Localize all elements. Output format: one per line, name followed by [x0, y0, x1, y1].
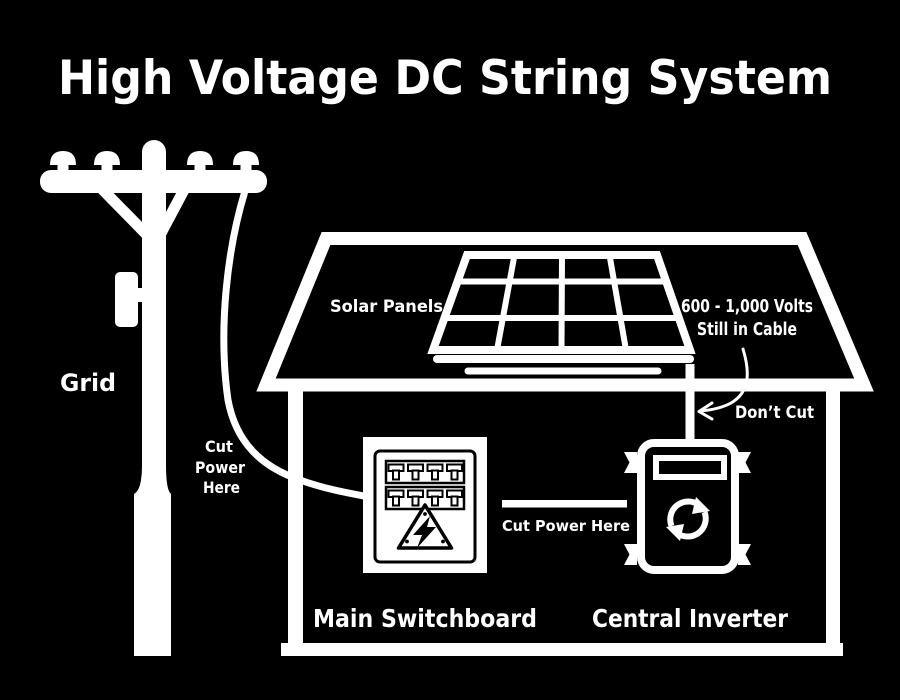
- conversion-arrowhead: [692, 497, 710, 514]
- cut-power-pole-line1: Cut: [205, 437, 233, 456]
- page-title: High Voltage DC String System: [58, 51, 832, 106]
- pole-base: [134, 440, 171, 656]
- panel-grid-line: [606, 254, 629, 351]
- panel-grid-line: [558, 254, 565, 351]
- inverter-display: [653, 455, 727, 480]
- arrow-curve: [699, 347, 749, 413]
- house-wall-right: [826, 391, 840, 656]
- triangle-screw: [423, 512, 427, 516]
- electric-hazard-triangle-icon: [396, 503, 454, 550]
- ac-cable-segment: [502, 500, 627, 508]
- curved-arrow-icon: [697, 347, 749, 421]
- transformer-stub: [136, 288, 145, 302]
- triangle-screw: [441, 539, 445, 544]
- transformer-box-icon: [115, 272, 138, 327]
- conversion-arrowhead: [666, 524, 684, 541]
- solar-panels-label: Solar Panels: [330, 297, 443, 317]
- house-wall-left: [288, 391, 303, 656]
- central-inverter-icon: [624, 439, 751, 574]
- voltage-warning-line1: 600 - 1,000 Volts: [681, 297, 813, 317]
- conversion-arc: [667, 498, 701, 528]
- cut-power-ac-label: Cut Power Here: [502, 517, 630, 535]
- utility-pole-icon: [40, 140, 267, 656]
- grid-label: Grid: [60, 369, 116, 397]
- triangle-screw: [405, 539, 409, 544]
- main-switchboard-label: Main Switchboard: [313, 604, 537, 633]
- arrow-head: [697, 401, 714, 421]
- pole-brace-left: [95, 182, 155, 243]
- cut-power-pole-line3: Here: [203, 478, 240, 497]
- switchboard-icon: [363, 437, 487, 573]
- house-icon: [281, 391, 843, 656]
- lightning-bolt-icon: [413, 516, 436, 548]
- circular-arrows-icon: [666, 497, 710, 541]
- central-inverter-label: Central Inverter: [592, 604, 789, 633]
- breaker-row: [384, 459, 466, 485]
- pole-mast: [142, 140, 166, 480]
- house-floor: [281, 643, 843, 656]
- conversion-arc: [675, 510, 709, 540]
- cut-power-pole-line2: Power: [195, 458, 245, 477]
- panel-grid-line: [494, 254, 518, 351]
- voltage-warning-line2: Still in Cable: [697, 320, 797, 340]
- solar-panel-icon: [427, 251, 696, 375]
- dont-cut-label: Don’t Cut: [735, 403, 814, 423]
- grid-service-cable: [220, 187, 368, 500]
